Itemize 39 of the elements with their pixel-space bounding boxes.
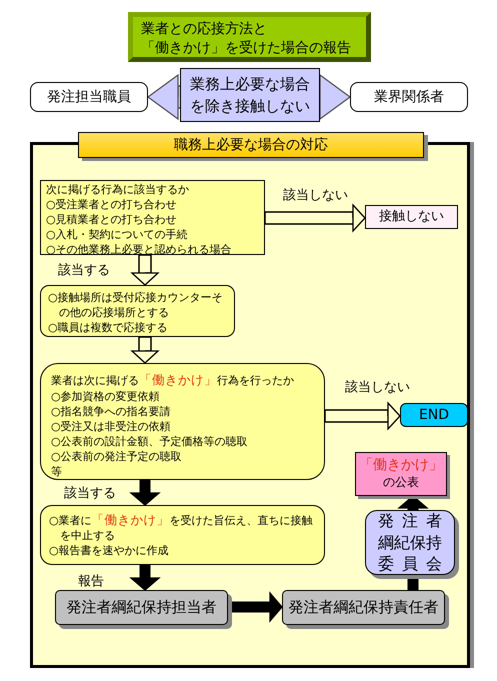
list-item: ○指名競争への指名要請 (51, 404, 172, 419)
node-text: 発注担当職員 (46, 88, 132, 106)
node-text: 発注者綱紀保持責任者 (288, 598, 440, 618)
process-box (40, 285, 235, 337)
decision-box (40, 363, 325, 480)
role-box (30, 82, 148, 112)
edge-label: 報告 (78, 573, 104, 590)
title-banner (128, 12, 371, 62)
role-box (350, 82, 468, 112)
list-item: ○参加資格の変更依頼 (51, 389, 161, 404)
edge-label: 業務上必要な場合を除き接触しない (180, 68, 320, 122)
node-text: 業界関係者 (373, 88, 445, 106)
process-box (40, 505, 325, 565)
list-item: ○報告書を速やかに作成 (49, 543, 170, 558)
edge-label: 該当しない (283, 187, 348, 204)
edge-label: 該当する (58, 262, 110, 279)
node-text: 「働きかけ」の公表 (358, 457, 444, 491)
list-item: ○受注業者との打ち合わせ (46, 197, 178, 212)
edge-label: 該当する (64, 485, 116, 502)
node-text: 業者との応接方法と「働きかけ」を受けた場合の報告 (141, 20, 352, 58)
node-text: ○業者に「働きかけ」を受けた旨伝え、直ちに接触を中止する (49, 512, 314, 543)
node-text: ○接触場所は受付応接カウンターその他の応接場所とする (48, 290, 224, 320)
list-item: 等 (51, 464, 63, 479)
node-text: END (418, 406, 450, 424)
list-item: ○入札・契約についての手続 (46, 227, 189, 242)
end-box (400, 403, 468, 427)
list-item: ○公表前の設計金額、予定価格等の聴取 (51, 434, 249, 449)
node-text: 発注者綱紀保持委員会 (378, 510, 442, 575)
list-item: ○見積業者との打ち合わせ (46, 212, 178, 227)
node-text: 業者は次に掲げる「働きかけ」行為を行ったか (51, 372, 295, 388)
node-text: 次に掲げる行為に該当するか (46, 182, 190, 197)
node-text: 接触しない (378, 208, 445, 226)
list-item: ○公表前の発注予定の聴取 (51, 449, 183, 464)
decision-box (40, 180, 265, 255)
list-item: ○職員は複数で応接する (48, 320, 169, 335)
node-text: 発注者綱紀保持担当者 (66, 598, 218, 618)
result-box (365, 205, 458, 229)
list-item: ○受注又は非受注の依頼 (51, 419, 172, 434)
edge-label: 該当しない (345, 379, 410, 396)
